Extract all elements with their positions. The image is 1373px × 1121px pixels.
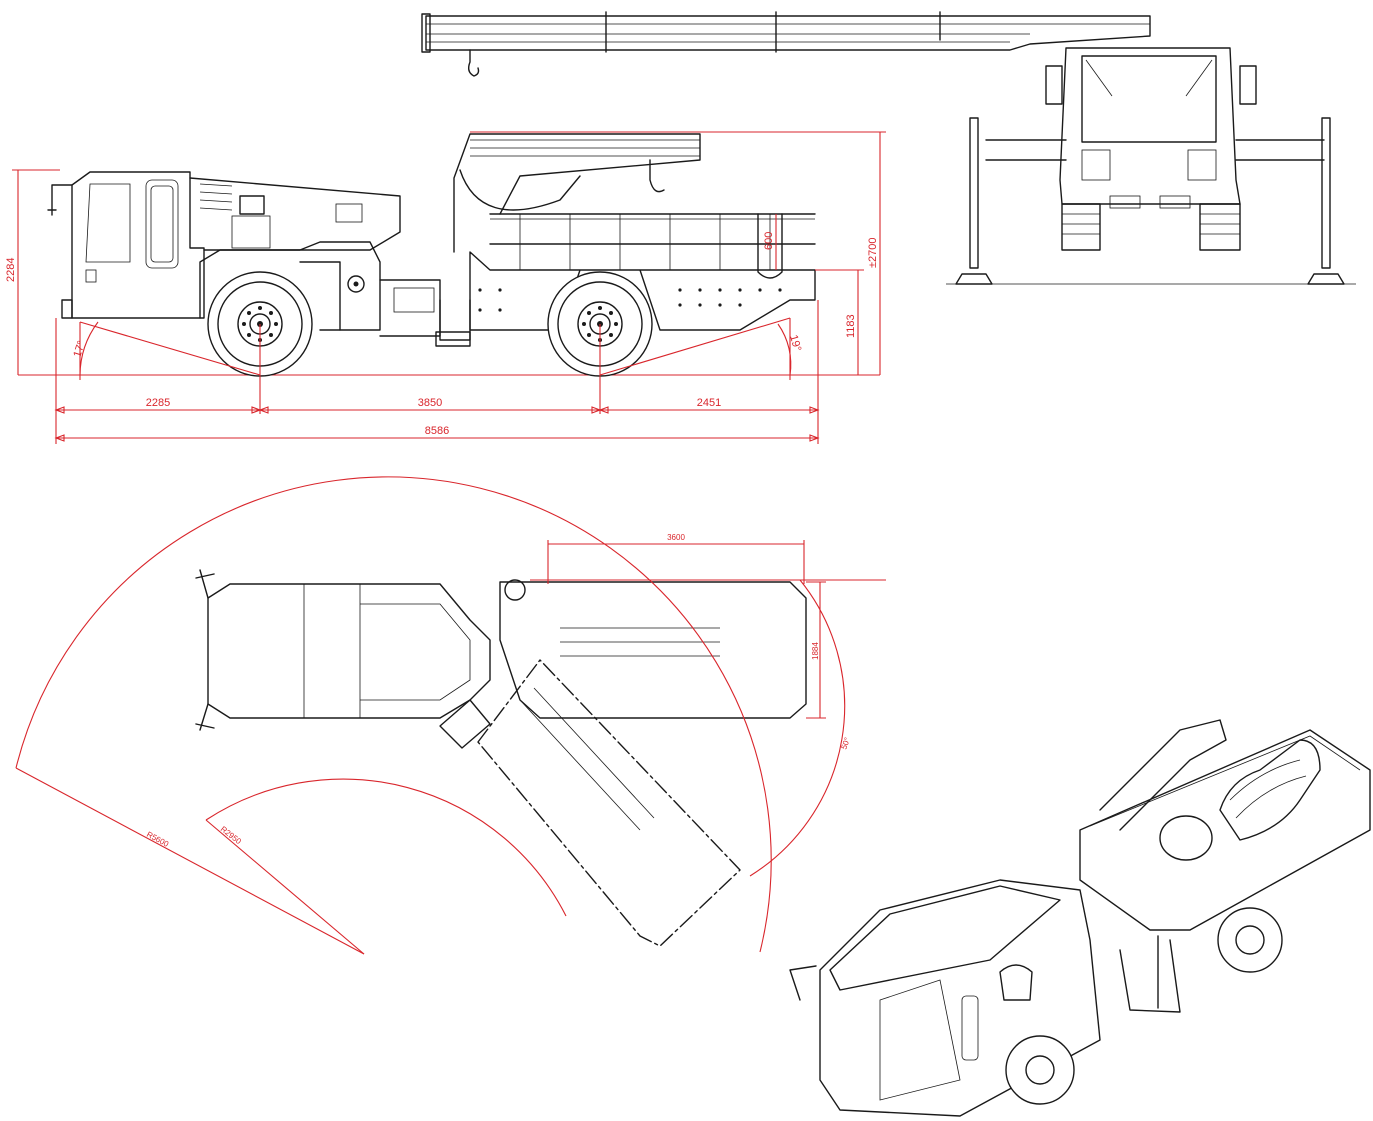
front-overhang-label: 2285 (146, 397, 170, 409)
inner-radius-label: R2950 (219, 824, 244, 846)
crane-extended-view (421, 11, 1151, 77)
crane-folded (439, 133, 701, 341)
total-height-label: ±2700 (867, 237, 879, 268)
engine-hood (189, 177, 401, 251)
wheelbase-label: 3850 (418, 397, 442, 409)
right-outrigger (1321, 117, 1331, 269)
front-chassis (199, 241, 471, 347)
rear-body (469, 213, 816, 331)
rail-height-label: 600 (763, 232, 775, 250)
overall-length-label: 8586 (425, 425, 449, 437)
cab (47, 171, 205, 319)
turning-view (15, 476, 886, 955)
approach-angle-label: 17° (71, 339, 88, 359)
articulation-angle-label: 50° (839, 736, 852, 750)
length-dimensions (54, 300, 820, 444)
outer-radius-label: R5600 (145, 830, 171, 849)
platform-width-label: 1884 (811, 642, 820, 660)
isometric-view (789, 719, 1371, 1117)
departure-angle-label: 19° (787, 334, 803, 353)
inner-turning-arc (205, 778, 567, 917)
articulation-arc (749, 579, 846, 877)
left-outrigger (969, 117, 979, 269)
tank-dome (1159, 815, 1213, 861)
angle-dimensions (79, 317, 792, 380)
outer-turning-arc (15, 476, 772, 953)
cab-height-label: 2284 (5, 258, 17, 282)
deck-height-label: 1183 (845, 314, 857, 338)
side-view: 2284 ±2700 1183 600 17° 19° 2285 3850 24… (5, 131, 886, 444)
height-dimensions (12, 131, 886, 375)
rear-overhang-label: 2451 (697, 397, 721, 409)
platform-length-label: 3600 (667, 533, 685, 542)
front-view (946, 47, 1356, 285)
tank-drum (1219, 739, 1321, 841)
crane-hook-icon (467, 49, 480, 77)
